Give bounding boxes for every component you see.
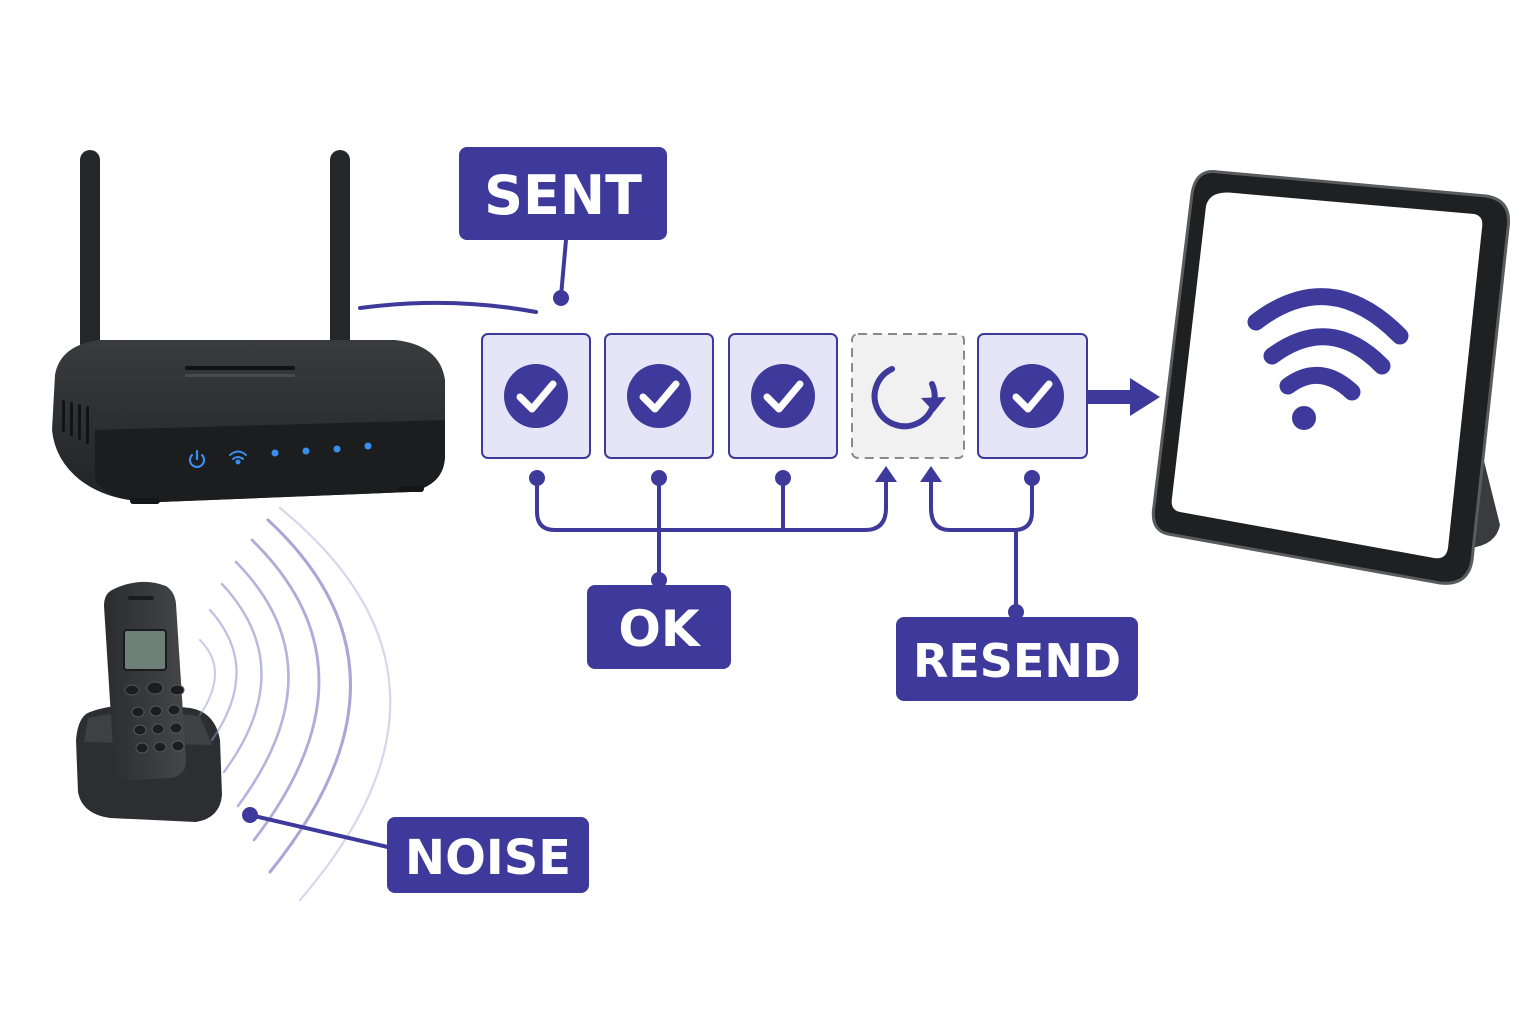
cordless-phone (76, 581, 222, 822)
arrow-right-icon (1088, 378, 1160, 416)
router-top-vent (185, 366, 295, 370)
resend-label-text: RESEND (913, 634, 1121, 688)
noise-label-text: NOISE (405, 830, 571, 886)
packet-2 (604, 333, 714, 459)
ok-dot (651, 470, 667, 486)
check-circle-icon (504, 364, 568, 428)
resend-dot (1008, 604, 1024, 620)
sent-connector (559, 239, 568, 297)
router-foot (398, 486, 424, 492)
packet-5 (977, 333, 1088, 459)
status-led (333, 445, 341, 453)
wifi-led-icon (229, 450, 247, 465)
sent-label: SENT (459, 147, 667, 240)
packet-1 (481, 333, 591, 459)
router-front-panel (95, 420, 445, 503)
router-link-line (358, 300, 538, 314)
router-top-vent-highlight (185, 374, 295, 377)
noise-waves (199, 506, 392, 902)
resend-arrow-head (920, 466, 942, 482)
phone-display (123, 629, 167, 671)
check-circle-icon (627, 364, 691, 428)
ok-label-text: OK (618, 600, 702, 658)
phone-speaker (128, 596, 154, 600)
ok-arrow-head (875, 466, 897, 482)
router-foot (130, 498, 160, 504)
resend-dot (1024, 470, 1040, 486)
status-led (364, 442, 372, 450)
wifi-router (52, 150, 445, 504)
router-side-vents (62, 400, 89, 444)
packet-3 (728, 333, 838, 459)
status-led (302, 447, 310, 455)
wifi-icon (1247, 288, 1409, 430)
sent-connector-dot (553, 290, 569, 306)
router-status-leds (188, 442, 372, 468)
noise-connector-dot (242, 807, 258, 823)
ok-dot (775, 470, 791, 486)
resend-label: RESEND (896, 617, 1138, 701)
check-circle-icon (751, 364, 815, 428)
noise-connector (249, 813, 393, 850)
router-antenna-left (80, 150, 100, 360)
power-icon (188, 449, 206, 468)
packet-4-lost (851, 333, 965, 459)
tablet (1151, 169, 1511, 585)
ok-dot (529, 470, 545, 486)
ok-dot (651, 572, 667, 588)
noise-label: NOISE (387, 817, 589, 893)
status-led (271, 449, 279, 457)
packet-row (481, 333, 1088, 459)
resend-bracket (929, 472, 1034, 614)
retry-arrow-icon (871, 366, 946, 430)
ok-label: OK (587, 585, 731, 669)
router-antenna-right (330, 150, 350, 360)
phone-keypad (124, 681, 185, 754)
check-circle-icon (1000, 364, 1064, 428)
sent-label-text: SENT (484, 164, 642, 227)
ok-bracket (535, 472, 888, 586)
